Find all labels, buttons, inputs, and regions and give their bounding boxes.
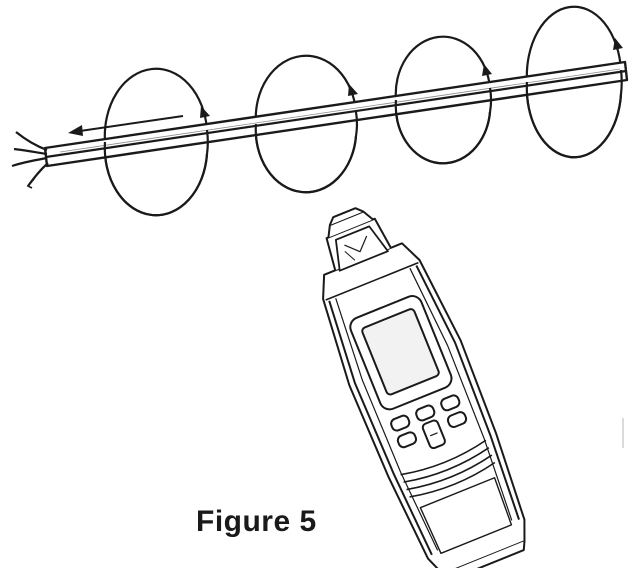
grip-bands [400, 439, 496, 498]
control-buttons [390, 394, 468, 450]
current-direction-arrow-icon [68, 115, 184, 136]
detector-body [322, 242, 526, 568]
voltage-detector-icon [322, 207, 526, 568]
field-direction-arrowheads [200, 38, 623, 118]
figure-caption: Figure 5 [196, 505, 317, 538]
cable-icon [11, 60, 629, 189]
display-screen [361, 308, 440, 396]
magnetic-field-loop-icon [103, 69, 623, 217]
